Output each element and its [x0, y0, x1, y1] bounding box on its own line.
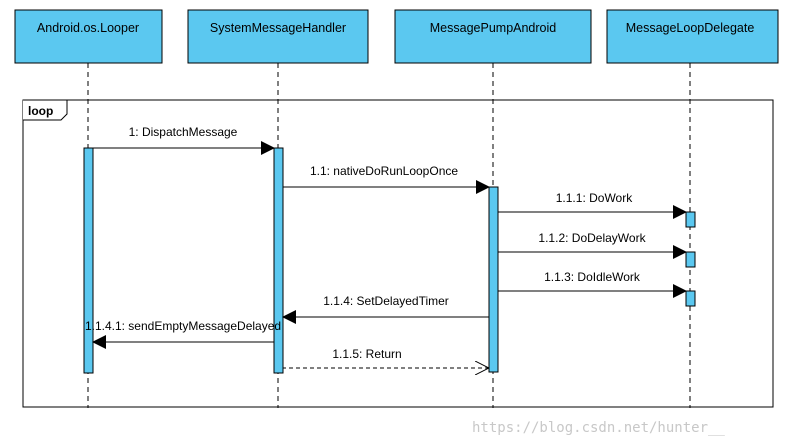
lifeline-label: MessageLoopDelegate — [626, 21, 755, 35]
message-2: 1.1: nativeDoRunLoopOnce — [283, 164, 490, 194]
message-7: 1.1.4.1: sendEmptyMessageDelayed — [85, 319, 281, 349]
message-label: 1: DispatchMessage — [129, 125, 238, 139]
fragment-operator: loop — [28, 104, 53, 118]
lifeline-label: Android.os.Looper — [37, 21, 139, 35]
lifeline-pump: MessagePumpAndroid — [394, 9, 592, 408]
loop-fragment: loop — [22, 99, 774, 408]
message-label: 1.1.3: DoIdleWork — [544, 270, 641, 284]
lifeline-handler: SystemMessageHandler — [187, 9, 369, 408]
message-3: 1.1.1: DoWork — [498, 191, 687, 219]
fragment-frame — [22, 99, 774, 408]
activation-delegate-1 — [685, 211, 696, 228]
message-8: 1.1.5: Return — [283, 347, 489, 368]
lifeline-label: SystemMessageHandler — [210, 21, 346, 35]
message-label: 1.1.4.1: sendEmptyMessageDelayed — [85, 319, 281, 333]
message-label: 1.1.5: Return — [332, 347, 401, 361]
message-6: 1.1.4: SetDelayedTimer — [282, 294, 489, 324]
message-label: 1.1.1: DoWork — [556, 191, 633, 205]
lifeline-label: MessagePumpAndroid — [430, 21, 557, 35]
message-label: 1.1.2: DoDelayWork — [538, 231, 646, 245]
message-5: 1.1.3: DoIdleWork — [498, 270, 687, 298]
message-1: 1: DispatchMessage — [93, 125, 275, 155]
lifeline-delegate: MessageLoopDelegate — [606, 9, 779, 408]
activation-pump — [488, 186, 499, 373]
activation-looper — [83, 147, 94, 374]
activation-handler — [273, 147, 284, 374]
message-label: 1.1.4: SetDelayedTimer — [323, 294, 449, 308]
activation-delegate-2 — [685, 251, 696, 268]
message-label: 1.1: nativeDoRunLoopOnce — [310, 164, 458, 178]
activation-delegate-3 — [685, 290, 696, 307]
lifeline-looper: Android.os.Looper — [14, 9, 163, 408]
watermark: https://blog.csdn.net/hunter__ — [472, 420, 725, 436]
fragment-tab — [23, 99, 68, 121]
message-4: 1.1.2: DoDelayWork — [498, 231, 687, 259]
